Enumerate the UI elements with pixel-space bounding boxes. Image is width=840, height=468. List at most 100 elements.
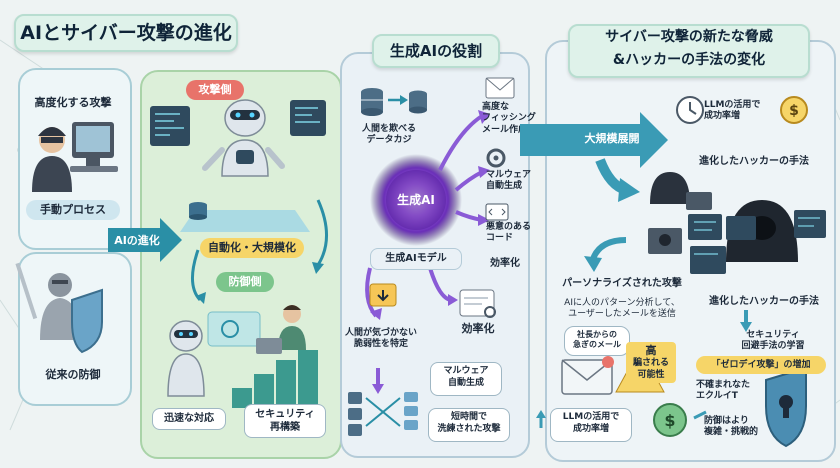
vulnerability-label: 人間が気づかない 脆弱性を特定 (338, 328, 424, 351)
evolved-hacker-label-1: 進化したハッカーの手法 (699, 156, 809, 167)
high-line1: 高 (645, 344, 657, 357)
evasion-label: セキュリティ 回避手法の学習 (718, 330, 828, 353)
llm-top-line2: 成功率増 (704, 111, 741, 122)
llm-bottom-box: LLMの活用で 成功率増 (550, 408, 632, 442)
code-window-icon (459, 289, 496, 318)
high-risk-label: 高 騙される 可能性 (626, 342, 676, 383)
money-icon: $ (653, 403, 687, 437)
database-icon (404, 392, 418, 430)
email-line1: 社長からの (577, 330, 617, 339)
efficiency-mid-label: 効率化 (461, 322, 495, 335)
server-screens (688, 210, 826, 274)
generative-model-label: 生成AIモデル (370, 248, 462, 270)
llm-top-line1: LLMの活用で (704, 100, 761, 110)
robot-icon (202, 99, 285, 177)
traditional-defense-label: 従来の防御 (45, 368, 101, 381)
defense-side-header: 防御側 (216, 272, 274, 292)
unknown-exploit-label: 不確まれなた エクルイT (696, 380, 768, 403)
phishing-line2: フィッシング (482, 113, 536, 124)
attack-side-header: 攻撃側 (186, 80, 244, 100)
person-with-laptop-icon (256, 305, 306, 354)
envelope-icon (561, 356, 614, 395)
short-line2: 洗練された攻撃 (437, 423, 501, 434)
large-scale-label: 大規模展開 (584, 132, 640, 145)
personalized-desc-line1: AIに人のパターン分析して、 (564, 298, 680, 308)
unknown-line2: エクルイT (696, 391, 738, 402)
code-icon (485, 203, 509, 221)
hacker-icon (32, 127, 72, 192)
generative-ai-core (370, 154, 462, 246)
database-icon (189, 202, 207, 220)
llm-bottom-line2: 成功率増 (572, 423, 609, 434)
high-line3: 可能性 (637, 369, 665, 380)
evolved-hacker-label-2: 進化したハッカーの手法 (709, 296, 819, 307)
data-line1: 人間を欺べる (361, 124, 416, 134)
personalized-desc: AIに人のパターン分析して、 ユーザーしたメールを送信 (552, 298, 692, 321)
vuln-line2: 脆弱性を特定 (353, 339, 408, 350)
llm-top-label: LLMの活用で 成功率増 (704, 100, 784, 123)
zero-day-label: 「ゼロデイ攻撃」の増加 (696, 356, 826, 374)
defense-complex-line1: 防御はより (704, 416, 749, 426)
evasion-line1: セキュリティ (746, 330, 800, 340)
lock-shield-icon (765, 366, 807, 448)
gear-icon (486, 148, 506, 168)
phishing-line1: 高度な (482, 102, 510, 112)
code-line1: 悪意のある (486, 222, 532, 232)
personalized-attack-label: パーソナライズされた攻撃 (562, 278, 682, 289)
database-icon (409, 90, 427, 114)
malware-line1: マルウェア (486, 170, 532, 180)
data-line2: データカジ (366, 135, 412, 146)
malicious-code-label: 悪意のある コード (486, 222, 538, 245)
robot-icon (167, 320, 205, 397)
code-screen-right (290, 100, 326, 136)
manual-process-label: 手動プロセス (26, 200, 120, 220)
personalized-desc-line2: ユーザーしたメールを送信 (568, 309, 676, 320)
warning-icon (369, 283, 397, 307)
shield-icon (71, 288, 103, 354)
evasion-line2: 回避手法の学習 (741, 341, 805, 352)
generative-title: 生成AIの役割 (372, 34, 500, 68)
malware2-line1: マルウェア (443, 366, 489, 376)
short-time-box: 短時間で 洗練された攻撃 (428, 408, 510, 442)
email-preview-box: 社長からの 急ぎのメール (564, 326, 630, 356)
malware2-line2: 自動生成 (447, 377, 484, 388)
unknown-line1: 不確まれなた (696, 380, 751, 390)
money-icon: $ (780, 96, 808, 124)
phishing-label: 高度な フィッシング メール作成 (482, 102, 540, 136)
generative-core-label: 生成AI (397, 193, 435, 207)
malware-label: マルウェア 自動生成 (486, 170, 538, 193)
threats-title: サイバー攻撃の新たな脅威 &ハッカーの手法の変化 (568, 24, 810, 78)
short-line1: 短時間で (450, 412, 487, 422)
rebuild-line2: 再構築 (270, 422, 300, 433)
code-line2: コード (486, 233, 514, 244)
clock-icon (676, 96, 704, 124)
advanced-attacks-label: 高度化する攻撃 (34, 96, 112, 109)
llm-bottom-line1: LLMの活用で (562, 412, 620, 422)
svg-text:$: $ (664, 411, 675, 430)
database-icon (361, 88, 383, 116)
svg-text:$: $ (789, 103, 799, 119)
database-icon (348, 392, 362, 436)
threats-title-line1: サイバー攻撃の新たな脅威 (605, 29, 773, 45)
high-line2: 騙される (632, 358, 669, 369)
rebuild-security-label: セキュリティ 再構築 (244, 404, 326, 438)
hacker-portrait-icon (648, 228, 682, 254)
main-title: AIとサイバー攻撃の進化 (14, 14, 238, 52)
defense-complex-label: 防御はより 複雑・挑戦的 (704, 416, 774, 439)
data-source-label: 人間を欺べる データカジ (356, 124, 422, 147)
code-screen-left (150, 106, 190, 146)
malware-line2: 自動生成 (486, 181, 523, 192)
computer-icon (70, 122, 118, 172)
phishing-line3: メール作成 (482, 124, 528, 135)
rapid-response-label: 迅速な対応 (152, 408, 226, 430)
ai-evolution-label: AIの進化 (114, 234, 160, 247)
holo-display (207, 311, 261, 347)
vuln-line1: 人間が気づかない (344, 328, 417, 338)
